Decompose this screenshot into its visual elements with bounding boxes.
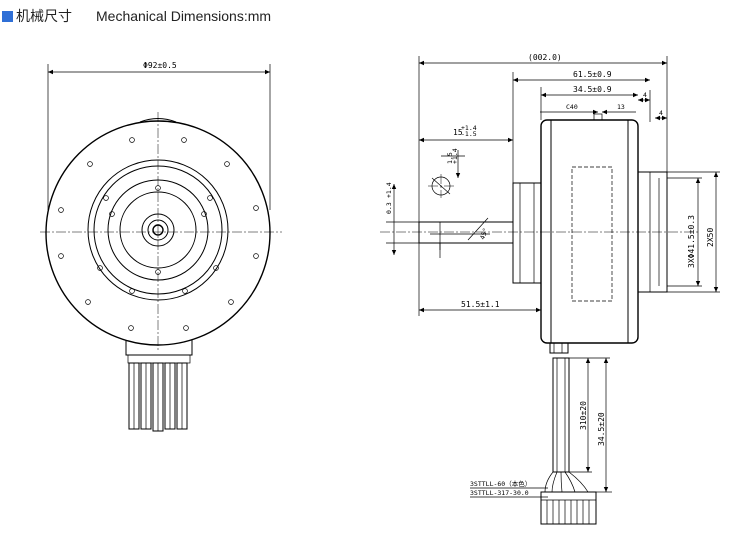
dim-15-tol-up: +1.4 — [461, 124, 477, 132]
overall-length-label: (002.0) — [528, 53, 562, 62]
mounting-holes — [58, 137, 259, 331]
section-title-en: Mechanical Dimensions:mm — [96, 8, 272, 24]
dim-34-label: 34.5±0.9 — [573, 85, 612, 94]
dim-15-tol-dn: -1.5 — [461, 130, 477, 138]
dim-2x50-label: 2X50 — [706, 228, 715, 247]
hole-tol-up: +1.4 — [451, 148, 459, 164]
dim-4b-label: 4 — [659, 109, 663, 117]
dim-61-label: 61.5±0.9 — [573, 70, 612, 79]
dim-c40-label: C40 — [566, 103, 578, 111]
dim-310-label: 310±20 — [579, 401, 588, 430]
section-title-cn: 机械尺寸 — [16, 9, 72, 25]
dim-13-label: 13 — [617, 103, 625, 111]
front-view: Φ92±0.5 — [40, 61, 282, 432]
connector-callout-2: 3STTLL-317-30.0 — [470, 489, 529, 497]
dim-shaft-label: 51.5±1.1 — [461, 300, 500, 309]
dim-03-tol: +1.4 — [385, 182, 393, 198]
dim-03-label: 0.3 — [385, 202, 393, 214]
connector-callout-1: 3STTLL-60（本色） — [470, 479, 531, 488]
dim-345-label: 34.5±20 — [597, 412, 606, 446]
side-view: (002.0) 61.5±0.9 34.5±0.9 C40 13 4 4 15 … — [380, 53, 720, 525]
section-bullet-icon — [2, 10, 13, 22]
hole-tol-dn: 1.5 — [446, 152, 454, 164]
front-diameter-label: Φ92±0.5 — [143, 61, 177, 70]
section-header: 机械尺寸 Mechanical Dimensions:mm — [2, 6, 271, 26]
dim-15-label: 15 — [453, 128, 463, 137]
dim-4a-label: 4 — [643, 91, 647, 99]
angle-45-label: 45° — [478, 227, 490, 241]
dim-3x-label: 3XΦ41.5±0.3 — [687, 215, 696, 268]
